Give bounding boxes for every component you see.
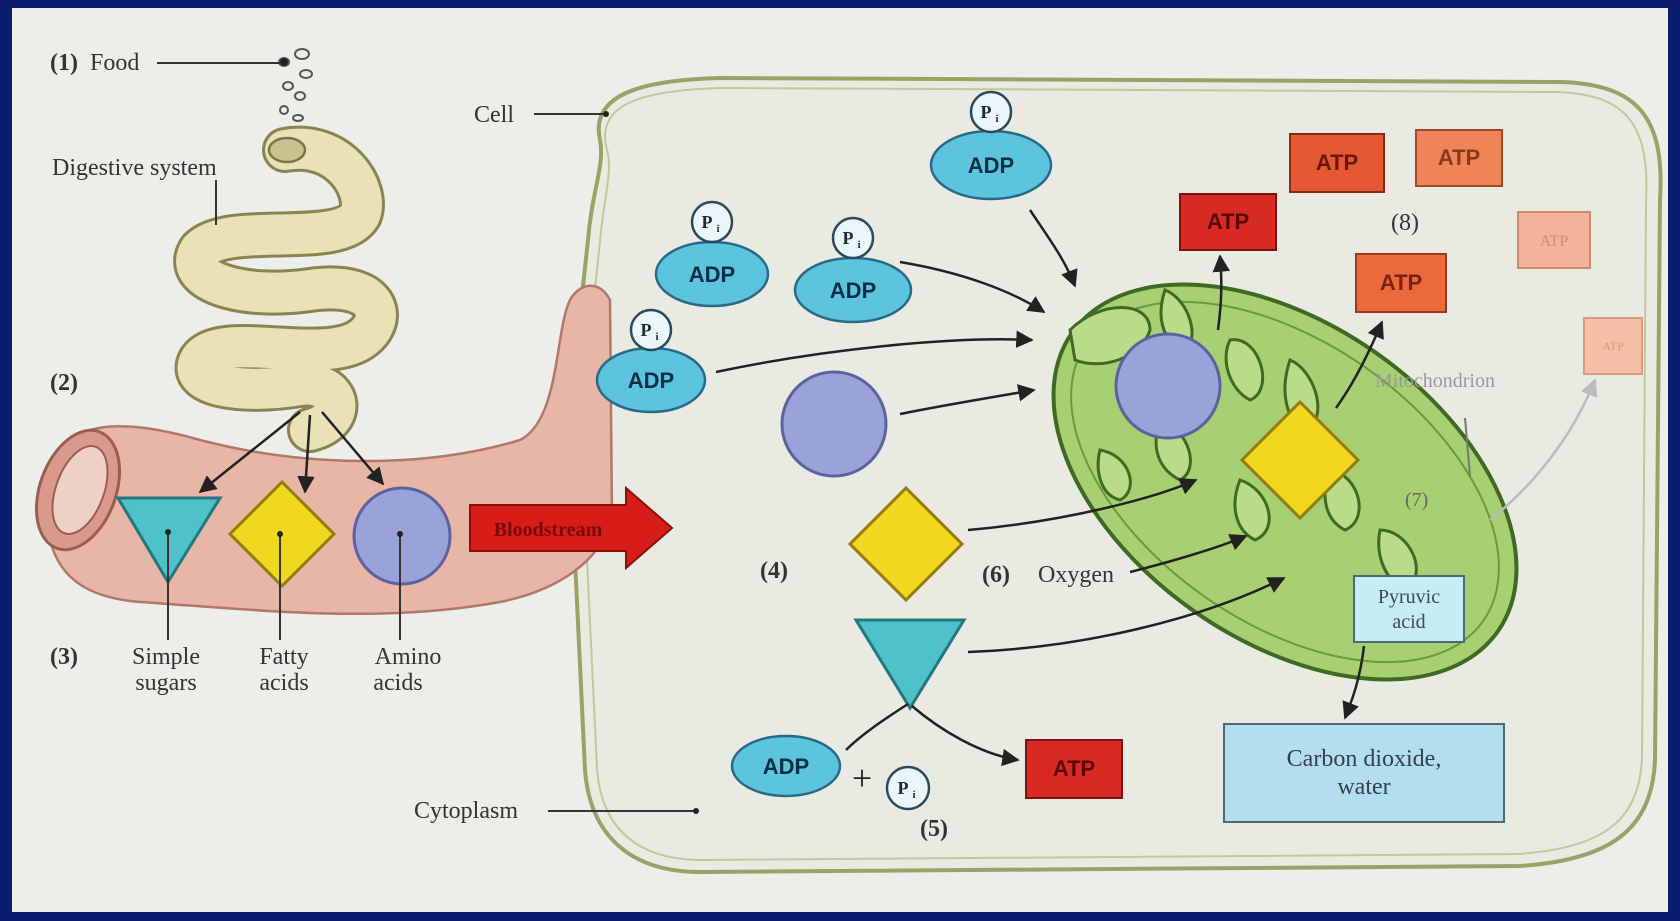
svg-text:i: i bbox=[716, 223, 719, 235]
amino-acids-label-1: Amino bbox=[375, 644, 442, 670]
atp-box-6: ATP bbox=[1584, 318, 1642, 374]
svg-text:ADP: ADP bbox=[628, 368, 674, 393]
step3-label: (3) bbox=[50, 644, 78, 670]
svg-text:ATP: ATP bbox=[1207, 209, 1249, 234]
step2-label: (2) bbox=[50, 370, 78, 396]
svg-text:i: i bbox=[912, 789, 915, 801]
carbon-dioxide-label-2: water bbox=[1337, 774, 1390, 800]
atp-box-2: ATP bbox=[1290, 134, 1384, 192]
mito-amino-circle bbox=[1116, 334, 1220, 438]
bloodstream-label: Bloodstream bbox=[494, 519, 603, 541]
atp-box-1: ATP bbox=[1180, 194, 1276, 250]
atp-box-5: ATP bbox=[1518, 212, 1590, 268]
svg-text:i: i bbox=[857, 239, 860, 251]
svg-text:ATP: ATP bbox=[1602, 339, 1624, 353]
svg-text:ADP: ADP bbox=[763, 754, 809, 779]
svg-text:ATP: ATP bbox=[1540, 233, 1569, 250]
step8-label: (8) bbox=[1391, 210, 1419, 236]
carbon-dioxide-label-1: Carbon dioxide, bbox=[1287, 746, 1442, 772]
step1-label: (1) bbox=[50, 50, 78, 76]
food-label: Food bbox=[90, 50, 139, 76]
atp-box-3: ATP bbox=[1416, 130, 1502, 186]
atp-glycolysis: ATP bbox=[1026, 740, 1122, 798]
svg-text:P: P bbox=[843, 228, 854, 248]
svg-text:ATP: ATP bbox=[1438, 145, 1480, 170]
svg-text:ADP: ADP bbox=[689, 262, 735, 287]
fatty-acids-label-2: acids bbox=[259, 670, 308, 696]
cytoplasm-label: Cytoplasm bbox=[414, 798, 518, 824]
amino-acids-label-2: acids bbox=[373, 670, 422, 696]
step5-label: (5) bbox=[920, 816, 948, 842]
svg-text:ADP: ADP bbox=[830, 278, 876, 303]
cell-label: Cell bbox=[474, 102, 514, 128]
step7-label: (7) bbox=[1405, 489, 1428, 511]
svg-text:+: + bbox=[852, 758, 872, 798]
pyruvic-acid-label-2: acid bbox=[1392, 611, 1425, 633]
cyto-amino-circle bbox=[782, 372, 886, 476]
mitochondrion-label: Mitochondrion bbox=[1375, 370, 1495, 392]
svg-text:i: i bbox=[655, 331, 658, 343]
simple-sugars-label-1: Simple bbox=[132, 644, 200, 670]
fatty-acids-label-1: Fatty bbox=[259, 644, 308, 670]
carbon-dioxide-box bbox=[1224, 724, 1504, 822]
svg-text:P: P bbox=[898, 778, 909, 798]
oxygen-label: Oxygen bbox=[1038, 562, 1114, 588]
step4-label: (4) bbox=[760, 558, 788, 584]
svg-text:P: P bbox=[641, 320, 652, 340]
digestive-system-label: Digestive system bbox=[52, 155, 217, 181]
simple-sugars-label-2: sugars bbox=[135, 670, 196, 696]
svg-text:ATP: ATP bbox=[1380, 270, 1422, 295]
step6-label: (6) bbox=[982, 562, 1010, 588]
atp-box-4: ATP bbox=[1356, 254, 1446, 312]
svg-text:i: i bbox=[995, 113, 998, 125]
svg-text:ATP: ATP bbox=[1316, 150, 1358, 175]
svg-text:ATP: ATP bbox=[1053, 756, 1095, 781]
svg-text:P: P bbox=[702, 212, 713, 232]
pyruvic-acid-label-1: Pyruvic bbox=[1378, 586, 1440, 608]
svg-text:P: P bbox=[981, 102, 992, 122]
svg-text:ADP: ADP bbox=[968, 153, 1014, 178]
